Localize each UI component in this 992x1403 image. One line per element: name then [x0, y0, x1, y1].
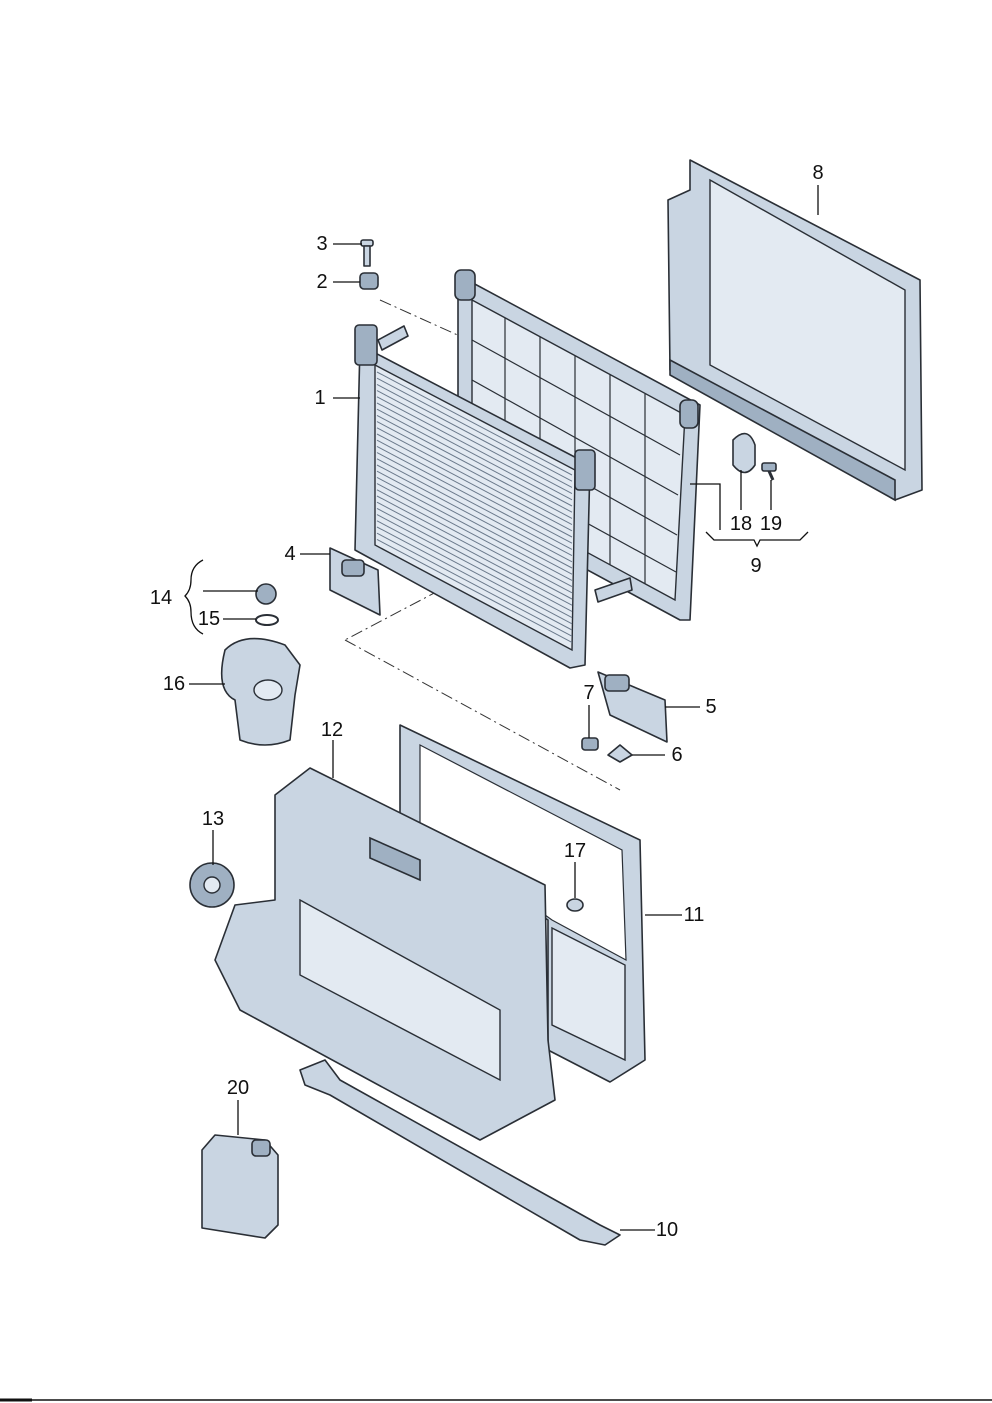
part-17-plug[interactable]: [566, 898, 584, 912]
radiator-fin: [376, 371, 573, 476]
part-19-screw[interactable]: [761, 462, 777, 481]
alignment-line: [344, 589, 441, 641]
radiator-fin: [376, 421, 573, 526]
radiator-fin: [376, 408, 573, 513]
alignment-line: [344, 639, 621, 791]
radiator-fin: [376, 427, 573, 532]
callout-19: 19: [760, 513, 782, 535]
radiator-fin: [376, 489, 573, 594]
part-1-radiator[interactable]: [354, 324, 633, 669]
callout-10: 10: [656, 1219, 678, 1241]
part-10-strap[interactable]: [299, 1059, 621, 1246]
radiator-fin: [376, 433, 573, 538]
callout-14: 14: [150, 587, 172, 609]
radiator-fin: [376, 470, 573, 575]
callout-4: 4: [284, 543, 295, 565]
part-4-bracket[interactable]: [329, 547, 381, 616]
callout-5: 5: [705, 696, 716, 718]
radiator-fin: [376, 402, 573, 507]
part-12-shroud[interactable]: [214, 767, 556, 1141]
callout-20: 20: [227, 1077, 249, 1099]
part-6-clip[interactable]: [607, 744, 633, 763]
callout-9: 9: [750, 555, 761, 577]
radiator-fin: [376, 476, 573, 581]
radiator-fin: [376, 439, 573, 544]
part-5-bracket[interactable]: [597, 671, 668, 743]
callout-12: 12: [321, 719, 343, 741]
radiator-fin: [376, 495, 573, 600]
radiator-fin: [376, 390, 573, 495]
callout-6: 6: [671, 744, 682, 766]
callout-7: 7: [583, 682, 594, 704]
radiator-fin: [376, 526, 573, 631]
callout-8: 8: [812, 162, 823, 184]
callout-13: 13: [202, 808, 224, 830]
radiator-fin: [376, 414, 573, 519]
part-13-fan-cover[interactable]: [189, 862, 235, 908]
callout-2: 2: [316, 271, 327, 293]
callout-18: 18: [730, 513, 752, 535]
radiator-fin: [376, 452, 573, 557]
radiator-fin: [376, 377, 573, 482]
radiator-fin: [376, 538, 573, 643]
callout-17: 17: [564, 840, 586, 862]
radiator-fin: [376, 514, 573, 619]
callout-1: 1: [314, 387, 325, 409]
radiator-fin: [376, 520, 573, 625]
part-20-coolant-container[interactable]: [201, 1134, 279, 1239]
part-2-rubber-mount[interactable]: [359, 272, 379, 290]
radiator-fin: [376, 507, 573, 612]
radiator-fin: [376, 396, 573, 501]
part-7-bolt[interactable]: [581, 737, 599, 751]
radiator-fin: [376, 532, 573, 637]
part-3-bolt[interactable]: [360, 239, 374, 267]
radiator-fin: [376, 483, 573, 588]
radiator-fin: [376, 458, 573, 563]
part-8-air-duct[interactable]: [667, 159, 923, 502]
leader-lines: [184, 185, 819, 1231]
part-16-expansion-tank[interactable]: [220, 637, 301, 746]
part-18-cover[interactable]: [732, 432, 756, 474]
radiator-fin: [376, 383, 573, 488]
callout-11: 11: [684, 904, 705, 926]
radiator-fin: [376, 464, 573, 569]
part-15-seal-ring[interactable]: [255, 614, 279, 626]
radiator-fin: [376, 445, 573, 550]
part-14-cap[interactable]: [255, 583, 277, 605]
callout-15: 15: [198, 608, 220, 630]
callout-16: 16: [163, 673, 185, 695]
radiator-fin: [376, 501, 573, 606]
callout-3: 3: [316, 233, 327, 255]
